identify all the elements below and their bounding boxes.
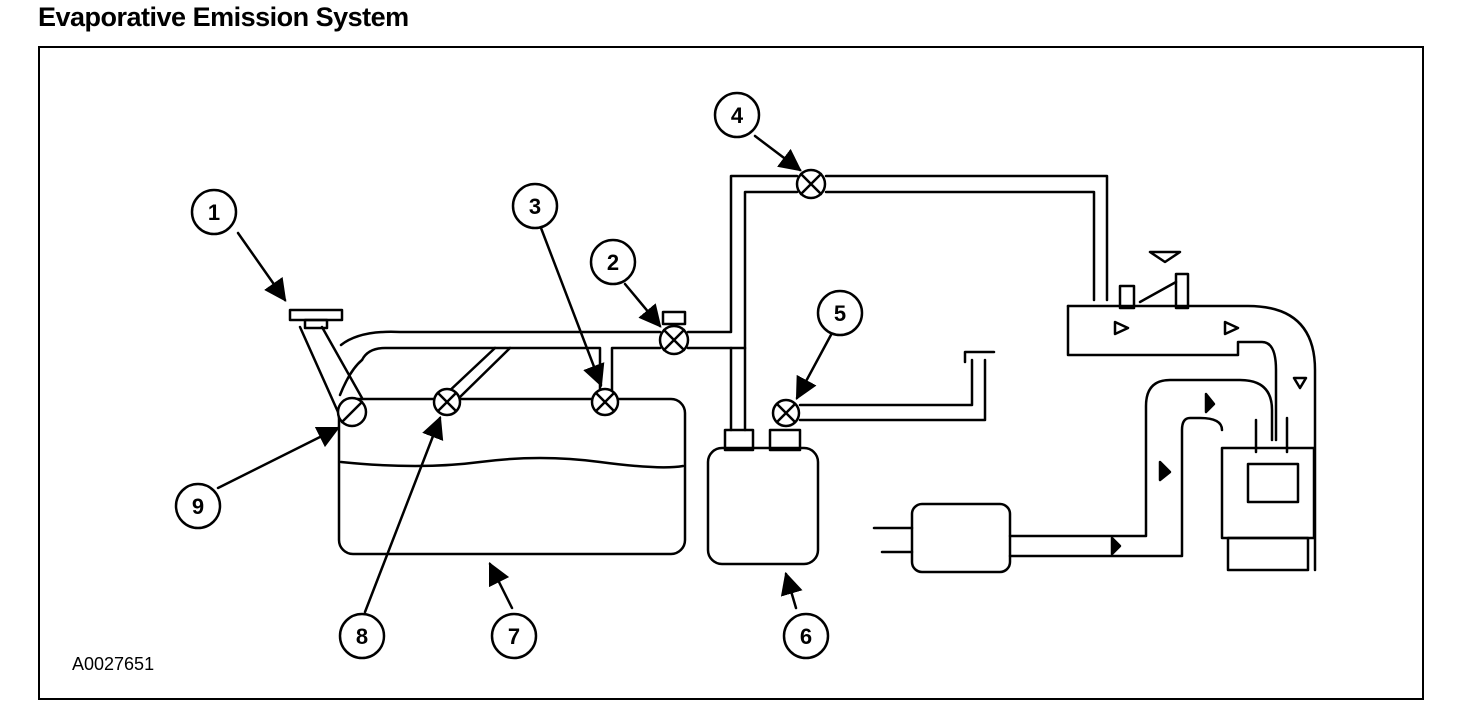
callout-1: 1 bbox=[190, 188, 238, 236]
page-title: Evaporative Emission System bbox=[38, 2, 409, 32]
svg-text:3: 3 bbox=[529, 194, 541, 219]
svg-text:8: 8 bbox=[356, 624, 368, 649]
valve-3 bbox=[590, 387, 620, 417]
callout-8: 8 bbox=[338, 612, 386, 660]
purge-lines bbox=[686, 174, 1109, 432]
exhaust-system bbox=[872, 378, 1274, 574]
svg-text:5: 5 bbox=[834, 301, 846, 326]
svg-text:6: 6 bbox=[800, 624, 812, 649]
callout-6: 6 bbox=[782, 612, 830, 660]
valve-4 bbox=[795, 168, 827, 200]
svg-text:9: 9 bbox=[192, 494, 204, 519]
callout-2: 2 bbox=[589, 238, 637, 286]
filler-pipe bbox=[288, 308, 364, 414]
engine-block bbox=[1220, 416, 1316, 572]
valve-2 bbox=[658, 310, 690, 356]
diagram-frame bbox=[38, 46, 1424, 700]
valve-9 bbox=[336, 396, 368, 428]
charcoal-canister bbox=[706, 428, 820, 566]
callout-7: 7 bbox=[490, 612, 538, 660]
svg-text:1: 1 bbox=[208, 200, 220, 225]
callout-9: 9 bbox=[174, 482, 222, 530]
valve-5 bbox=[771, 398, 801, 428]
svg-text:7: 7 bbox=[508, 624, 520, 649]
callout-3: 3 bbox=[511, 182, 559, 230]
tank-vapor-lines bbox=[338, 330, 662, 399]
callout-4: 4 bbox=[713, 91, 761, 139]
fuel-tank bbox=[337, 397, 687, 556]
figure-code: A0027651 bbox=[72, 654, 154, 674]
vent-line bbox=[798, 350, 996, 422]
valve-8 bbox=[432, 387, 462, 417]
svg-text:2: 2 bbox=[607, 250, 619, 275]
leader-arrows bbox=[216, 134, 834, 614]
callout-5: 5 bbox=[816, 289, 864, 337]
svg-text:4: 4 bbox=[731, 103, 744, 128]
intake-manifold bbox=[1066, 250, 1317, 572]
